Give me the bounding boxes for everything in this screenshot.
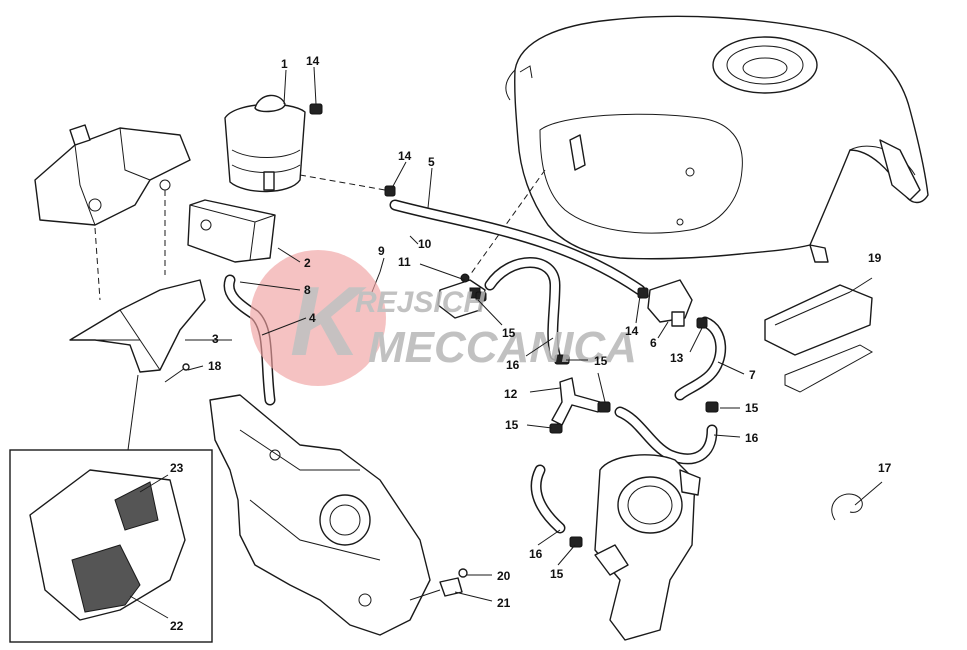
callout-12: 12: [504, 387, 518, 401]
canister-part-1: [224, 94, 306, 193]
plate-part-19: [764, 284, 874, 393]
bracket-upper-left: [34, 124, 191, 226]
callout-15-b: 15: [594, 354, 608, 368]
holder-part-2: [187, 199, 276, 263]
watermark-line2: MECCANICA: [368, 323, 637, 372]
callout-4: 4: [309, 311, 316, 325]
callout-19: 19: [868, 251, 882, 265]
leader-lines: [185, 66, 883, 602]
callout-14-right: 14: [625, 324, 639, 338]
watermark: K REJSICH MECCANICA: [250, 250, 637, 386]
callout-21: 21: [497, 596, 511, 610]
callout-6: 6: [650, 336, 657, 350]
callout-5: 5: [428, 155, 435, 169]
clip-part-14: [309, 103, 708, 329]
callout-3: 3: [212, 332, 219, 346]
throttle-body: [594, 454, 701, 641]
callout-9: 9: [378, 244, 385, 258]
callout-10: 10: [418, 237, 432, 251]
fitting-cluster-9-10-11: [371, 271, 486, 319]
clip-part-17: [831, 493, 863, 521]
hose-part-7: [674, 316, 727, 401]
callout-14-top: 14: [306, 54, 320, 68]
callout-labels: 1 14 14 5 2 8 4 3 18 9 10 11 15 16 15 12…: [170, 54, 892, 633]
callout-16-b: 16: [745, 431, 759, 445]
valve-part-6: [647, 279, 693, 327]
bracket-part-3: [69, 279, 206, 373]
callout-20: 20: [497, 569, 511, 583]
callout-8: 8: [304, 283, 311, 297]
callout-22: 22: [170, 619, 184, 633]
engine-crankcase: [209, 394, 431, 636]
callout-15-c: 15: [505, 418, 519, 432]
bolt-part-20-21: [409, 568, 468, 601]
watermark-line1: REJSICH: [355, 286, 486, 319]
screw-part-18: [164, 363, 190, 383]
hose-part-5: [389, 199, 646, 296]
callout-23: 23: [170, 461, 184, 475]
detail-inset: [9, 374, 213, 643]
callout-15-e: 15: [550, 567, 564, 581]
callout-15-d: 15: [745, 401, 759, 415]
callout-11: 11: [398, 255, 411, 269]
hose-part-16-right: [614, 406, 718, 465]
callout-1: 1: [281, 57, 288, 71]
callout-7: 7: [749, 368, 756, 382]
y-connector-part-12: [551, 377, 601, 426]
hose-clamps: [475, 291, 719, 548]
callout-14-mid: 14: [398, 149, 412, 163]
callout-18: 18: [208, 359, 222, 373]
callout-13: 13: [670, 351, 684, 365]
fuel-tank: [505, 15, 929, 263]
callout-17: 17: [878, 461, 892, 475]
hose-part-16-lower: [530, 464, 566, 534]
svg-text:K: K: [290, 266, 367, 376]
callout-16-c: 16: [529, 547, 543, 561]
hose-part-16-upper: [484, 257, 561, 361]
callout-16-a: 16: [506, 358, 520, 372]
callout-2: 2: [304, 256, 311, 270]
callout-15-a: 15: [502, 326, 516, 340]
